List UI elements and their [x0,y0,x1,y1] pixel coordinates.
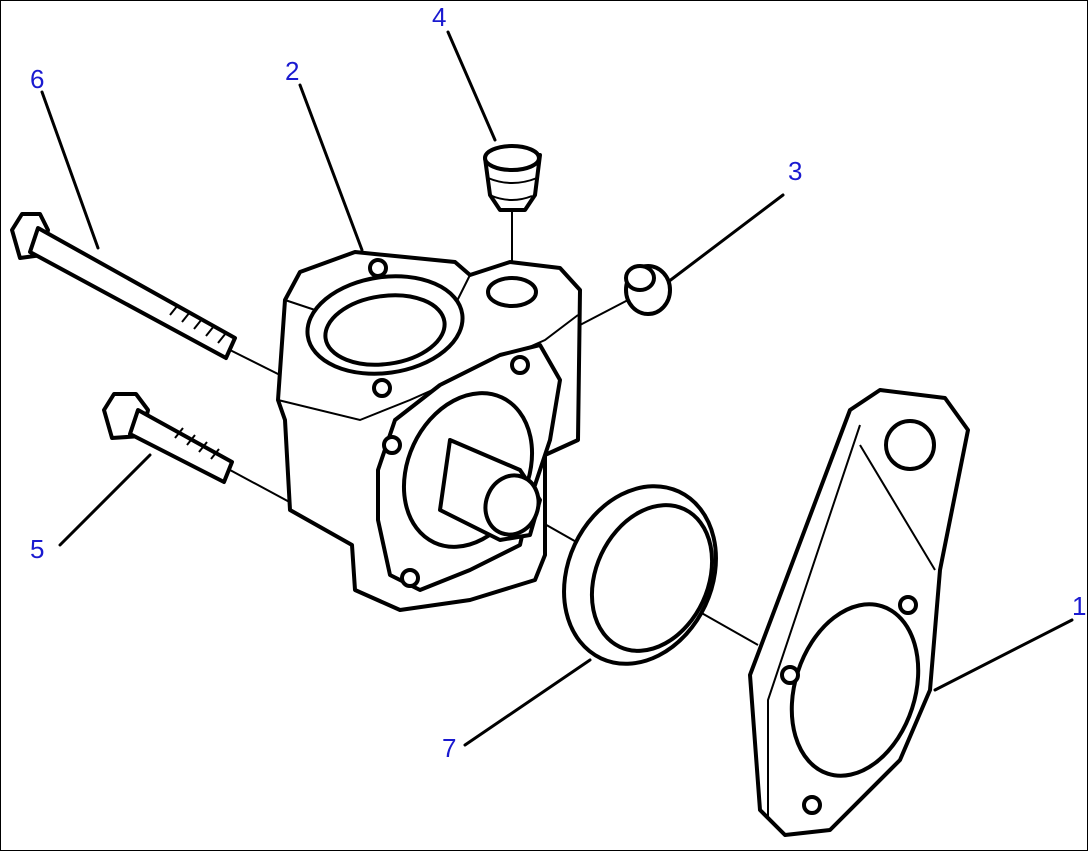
top-plug-top [483,144,541,172]
axis-plug-3 [579,299,629,326]
seal-ring [562,484,718,666]
leader-7 [463,658,592,747]
callout-3: 3 [788,156,802,186]
side-plug-face [624,264,656,292]
housing-spigot-end [483,473,541,537]
housing-side-edge [277,314,579,422]
short-bolt-shank [128,408,234,484]
housing-top-hole-1 [368,258,388,278]
gasket [748,388,970,837]
short-bolt-thread [174,427,220,460]
callout-1: 1 [1072,591,1086,621]
leader-1 [933,618,1074,692]
seal-ring-inner [589,503,715,653]
long-bolt-shank [28,226,237,360]
long-bolt-thread [169,304,227,344]
top-plug [483,144,542,212]
leader-3 [666,193,785,284]
callout-7: 7 [442,733,456,763]
callout-6: 6 [30,64,44,94]
callout-5: 5 [30,534,44,564]
flange-hole-1 [510,355,530,375]
gasket-top-hole [884,419,936,471]
housing-port [486,276,538,308]
callout-4: 4 [432,2,446,32]
top-plug-bands [487,177,538,201]
leader-6 [40,90,100,250]
gasket-edge [767,424,861,820]
flange-hole-2 [382,435,402,455]
callout-labels: 1 2 3 4 5 6 7 [30,2,1086,763]
callout-2: 2 [285,56,299,86]
housing-top-hole-2 [372,378,392,398]
gasket-hole-2 [780,665,800,685]
gasket-hole-3 [802,795,822,815]
leader-5 [58,453,152,547]
side-plug [624,264,672,316]
short-bolt [102,392,234,484]
gasket-crease [859,444,936,571]
leader-lines [40,30,1074,747]
long-bolt [10,212,237,360]
leader-4 [446,30,497,142]
flange-hole-3 [400,568,420,588]
housing-top-bore-inner [323,293,447,367]
housing [276,250,582,612]
gasket-hole-1 [898,595,918,615]
leader-2 [298,83,364,252]
